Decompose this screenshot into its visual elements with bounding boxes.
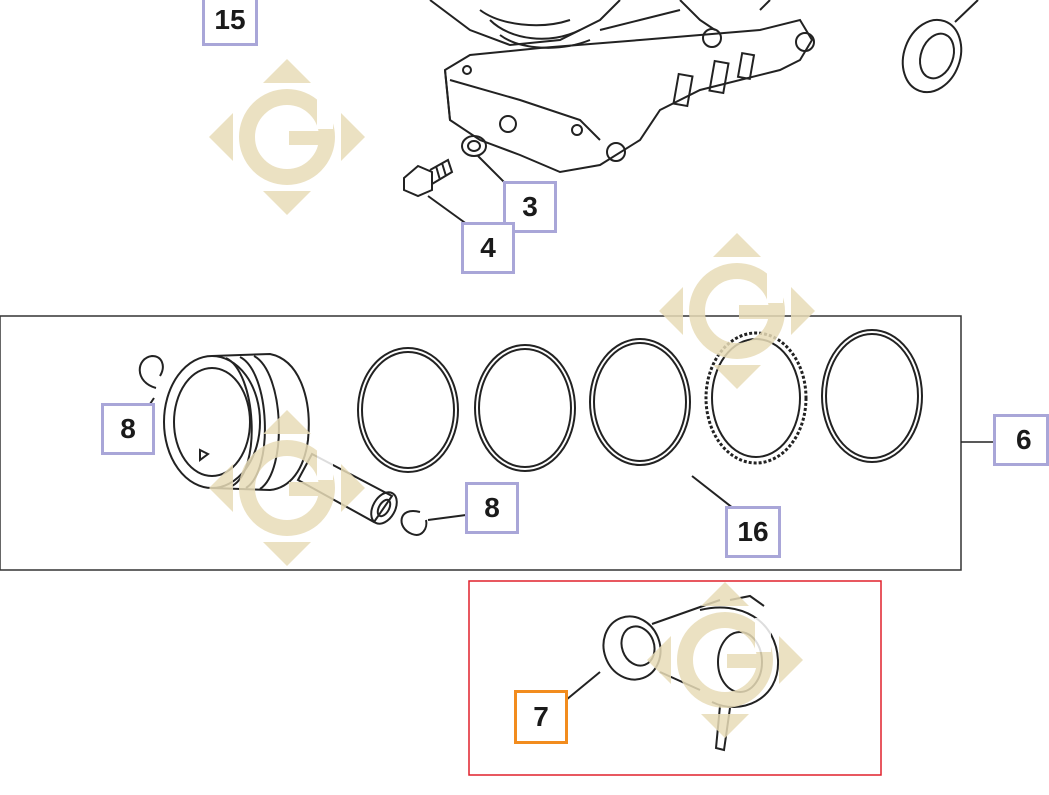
callout-16[interactable]: 16 — [725, 506, 781, 558]
callout-4[interactable]: 4 — [461, 222, 515, 274]
parts-diagram — [0, 0, 994, 776]
engine-block — [429, 0, 815, 174]
callout-7-selected[interactable]: 7 — [514, 690, 568, 744]
watermark-logo-icon — [209, 59, 815, 738]
callout-8-left[interactable]: 8 — [101, 403, 155, 455]
piston-rings — [357, 329, 923, 513]
callout-15[interactable]: 15 — [202, 0, 258, 46]
selection-frame — [468, 580, 882, 776]
circlip-right — [400, 509, 467, 536]
piston-kit-frame — [0, 315, 962, 571]
piston — [163, 352, 310, 492]
callout-8-right[interactable]: 8 — [465, 482, 519, 534]
oil-seal — [901, 0, 979, 94]
callout-6[interactable]: 6 — [993, 414, 1049, 466]
connecting-rod — [565, 594, 780, 752]
